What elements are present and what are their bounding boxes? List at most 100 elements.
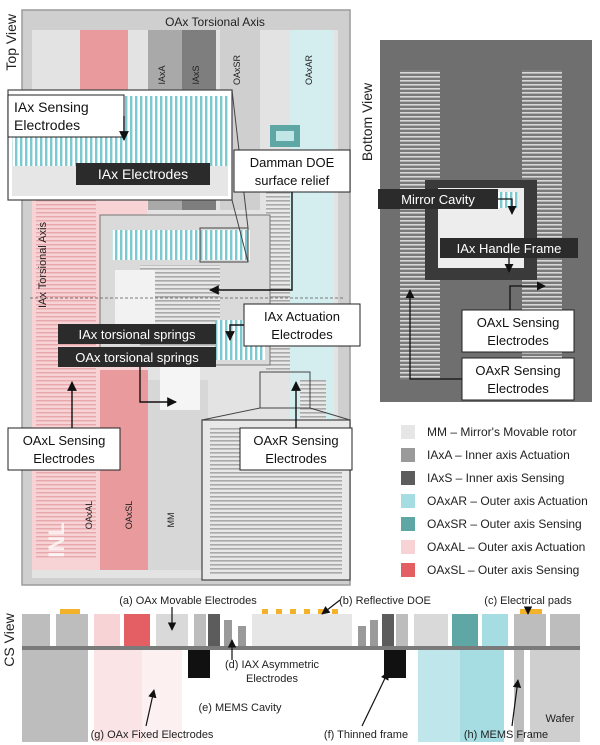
cs-wafer-left [22,650,88,742]
callout-handle-frame [440,238,578,258]
zoom-source-2 [259,371,311,409]
legend-swatch [401,517,415,531]
spring-block [160,365,200,410]
callout-iax-sensing-line2: Electrodes [14,117,80,133]
callout-bottom-oaxl-line1: OAxL Sensing [477,315,560,330]
col-label-oaxal: OAxAL [84,501,94,530]
cs-view-title: CS View [1,612,17,666]
callout-bottom-oaxl [461,309,575,353]
legend-item: OAxAL – Outer axis Actuation [401,537,585,557]
callout-oaxr [239,427,353,471]
callout-oaxr-line2: Electrodes [265,451,327,466]
cs-oaxsl [124,614,150,646]
legend-swatch [401,563,415,577]
legend-item: OAxAR – Outer axis Actuation [401,491,588,511]
legend-label: OAxSR – Outer axis Sensing [427,517,582,531]
cs-iax-a [194,614,206,646]
callout-damman-line2: surface relief [255,173,330,188]
arrow-bottom-oaxl [509,281,546,310]
callout-iax-actuation-line1: IAx Actuation [264,309,340,324]
legend-item: OAxSR – Outer axis Sensing [401,514,582,534]
cs-oxide [22,646,580,650]
cs-fixed-pink-a [94,650,142,742]
col-label-oaxar: OAxAR [304,55,314,86]
callout-bottom-oaxr-line2: Electrodes [487,381,549,396]
arrow-bottom-cavity [498,198,517,215]
callout-iax-sensing-line1: IAx Sensing [14,99,89,115]
legend-item: OAxSL – Outer axis Sensing [401,560,579,580]
axis-iax-label: IAx Torsional Axis [37,222,49,309]
cs-label-h: (h) MEMS Frame [464,729,548,741]
cs-label-a: (a) OAx Movable Electrodes [119,595,257,607]
legend-label: OAxAR – Outer axis Actuation [427,494,588,508]
mirror-center [115,270,155,330]
top-view: Top View OAx Torsional Axis IAxA [3,9,361,586]
col-label-mm: MM [166,513,176,528]
cs-layer-right [550,614,580,646]
cs-thin-frame-left [188,650,210,678]
callout-damman-line1: Damman DOE [250,155,335,170]
legend-swatch [401,425,415,439]
cs-arrow-h [511,679,522,727]
callout-iax-actuation [243,303,361,347]
cs-iax-d [238,626,246,646]
cs-view: CS View [1,595,580,742]
arrow-oax-springs [139,367,177,407]
col-label-oaxsl: OAxSL [124,501,134,530]
callout-mirror-cavity-text: Mirror Cavity [401,192,475,207]
cs-label-g: (g) OAx Fixed Electrodes [91,729,214,741]
zoom-link-3 [201,407,261,421]
callout-damman [233,149,351,193]
legend-item: IAxS – Inner axis Sensing [401,468,564,488]
callout-iax-springs-text: IAx torsional springs [78,327,196,342]
cs-label-e: (e) MEMS Cavity [198,702,282,714]
region-oaxar-pad-inner [276,131,294,141]
legend-swatch [401,448,415,462]
cs-arrow-g [145,689,157,727]
legend-swatch [401,471,415,485]
arrow-damman [209,192,293,295]
callout-oax-springs-text: OAx torsional springs [75,350,199,365]
cs-right-movable [414,614,448,646]
cs-right-pad-block [514,614,546,646]
callout-mirror-cavity [378,189,498,209]
cs-oaxal [94,614,120,646]
callout-handle-frame-text: IAx Handle Frame [457,241,562,256]
callout-iax-electrodes-text: IAx Electrodes [98,166,188,182]
arrow-bottom-oaxr [405,289,462,380]
bottom-view-title: Bottom View [359,82,375,161]
callout-iax-electrodes [76,163,210,185]
cs-layer-left-b [56,614,88,646]
callout-oaxr-line1: OAxR Sensing [253,433,338,448]
region-mm [148,380,208,570]
cs-label-b: (b) Reflective DOE [339,595,431,607]
cs-layer-left-a [22,614,50,646]
cs-arrow-b [321,599,341,615]
cs-frame-pillar [514,650,524,742]
cs-label-d-line1: (d) IAX Asymmetric [225,659,320,671]
cs-thin-frame-right [384,650,406,678]
arrow-iax-actuation [225,324,244,341]
cs-arrow-f [361,671,389,727]
cs-iax-b [208,614,220,646]
callout-iax-actuation-line2: Electrodes [271,327,333,342]
top-view-title: Top View [3,13,19,70]
cs-fixed-cyan-b [460,650,504,742]
legend-item: MM – Mirror's Movable rotor [401,422,577,442]
cs-iax-c [224,620,232,646]
cs-doe-teeth [262,609,338,614]
bottom-view: Bottom View Mirror Cavity IAx Handle Fra… [359,40,592,402]
callout-bottom-oaxr-line1: OAxR Sensing [475,363,560,378]
callout-oaxl-line2: Electrodes [33,451,95,466]
cs-label-c: (c) Electrical pads [484,595,572,607]
inl-logo: INL [44,522,69,557]
cs-pad-right [520,609,542,614]
cs-fixed-cyan-a [418,650,460,742]
col-label-oaxsr: OAxSR [232,55,242,86]
cs-pad-left [60,609,80,614]
cs-wafer-right [530,650,580,742]
axis-oax-label: OAx Torsional Axis [165,15,265,29]
legend-swatch [401,540,415,554]
cs-label-d-line2: Electrodes [246,673,298,685]
